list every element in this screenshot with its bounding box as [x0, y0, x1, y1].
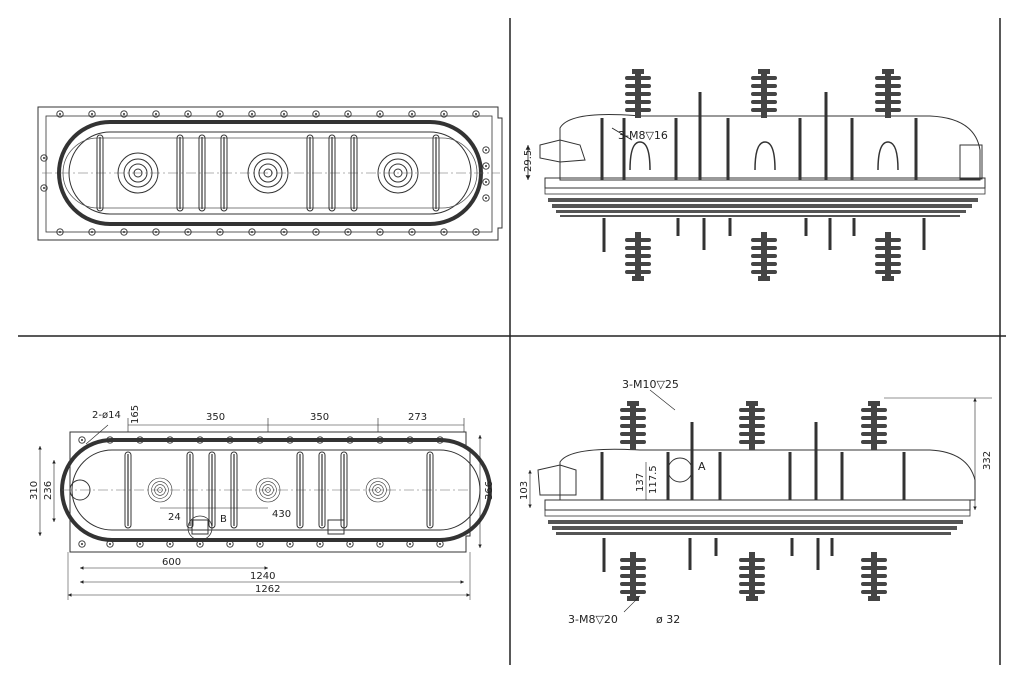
dim-366: 366	[484, 481, 495, 500]
dim-24: 24	[168, 512, 181, 523]
top-plan-view	[37, 106, 503, 241]
dim-1262: 1262	[255, 584, 280, 595]
callout-diameter: ø 32	[656, 613, 680, 626]
dim-332: 332	[982, 451, 993, 470]
dim-137: 137	[635, 473, 646, 492]
detail-a-label: A	[698, 460, 706, 473]
dimensioned-elevation-view: A 3-M10▽25 3-M8▽20 ø 32 103 137 117.5 33…	[519, 378, 993, 626]
dim-430: 430	[272, 509, 291, 520]
callout-bolts: 3-M8▽16	[618, 129, 668, 142]
side-elevation-view: 29.5 3-M8▽16	[523, 69, 986, 281]
dimensioned-plan-view: 165 350 350 273 2-ø14 310 236 366 24 430…	[29, 405, 495, 600]
dim-236: 236	[43, 481, 54, 500]
dim-600: 600	[162, 557, 181, 568]
dim-103: 103	[519, 481, 530, 500]
callout-bottom-bolts: 3-M8▽20	[568, 613, 618, 626]
dim-273: 273	[408, 412, 427, 423]
callout-holes: 2-ø14	[92, 410, 121, 421]
dim-height-label: 29.5	[523, 150, 534, 172]
dim-310: 310	[29, 481, 40, 500]
callout-top-bolts: 3-M10▽25	[622, 378, 679, 391]
detail-b-label: B	[220, 514, 227, 525]
dim-1240: 1240	[250, 571, 275, 582]
dim-350-b: 350	[310, 412, 329, 423]
dim-350-a: 350	[206, 412, 225, 423]
dim-165: 165	[130, 405, 141, 424]
dim-117-5: 117.5	[648, 465, 659, 494]
